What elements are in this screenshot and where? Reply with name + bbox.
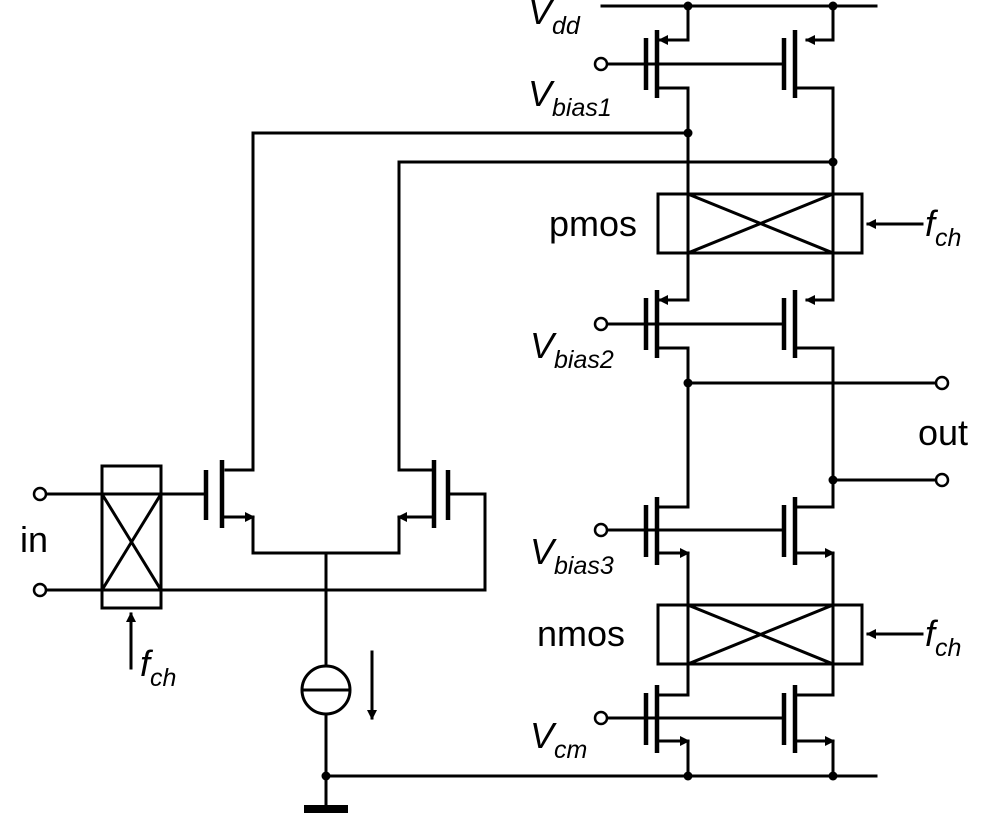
out-plus-terminal[interactable] [934, 375, 950, 391]
pmos-vbias1-left [643, 4, 690, 135]
vbias1-label: Vbias1 [528, 73, 612, 122]
pmos-label: pmos [549, 203, 637, 244]
input-chopper [99, 464, 164, 610]
vcm-label: Vcm [530, 715, 587, 764]
in-label: in [20, 519, 48, 560]
out-minus-terminal[interactable] [934, 472, 950, 488]
vbias3-terminal[interactable] [593, 522, 609, 538]
pmos-vbias2-right [781, 251, 835, 482]
pmos-vbias1-right [781, 4, 835, 164]
ground-symbol [304, 774, 348, 813]
vdd-label: Vdd [528, 0, 581, 40]
nmos-vcm-left [643, 662, 690, 778]
in-plus-terminal[interactable] [32, 486, 48, 502]
vbias1-terminal[interactable] [593, 56, 609, 72]
input-pmos-right [397, 460, 451, 555]
tail-current-source [300, 664, 352, 778]
in-minus-wire [44, 492, 487, 592]
nmos-label: nmos [537, 613, 625, 654]
junction-dots [321, 1, 838, 781]
vbias2-label: Vbias2 [530, 325, 614, 374]
out-label: out [918, 412, 968, 453]
vcm-terminal[interactable] [593, 710, 609, 726]
nmos-fch-label: fch [925, 613, 961, 662]
in-minus-terminal[interactable] [32, 582, 48, 598]
nmos-vcm-right [781, 662, 835, 778]
pmos-vbias2-left [643, 251, 690, 385]
left-feed-wire [251, 131, 690, 472]
vbias2-terminal[interactable] [593, 316, 609, 332]
nmos-chopper [656, 603, 864, 666]
vbias3-label: Vbias3 [530, 531, 614, 580]
nmos-vbias3-right [781, 478, 835, 607]
input-pmos-left [203, 460, 255, 555]
pmos-chopper [656, 192, 864, 255]
nmos-vbias3-left [643, 381, 690, 607]
input-fch-label: fch [140, 643, 176, 692]
pmos-fch-label: fch [925, 203, 961, 252]
